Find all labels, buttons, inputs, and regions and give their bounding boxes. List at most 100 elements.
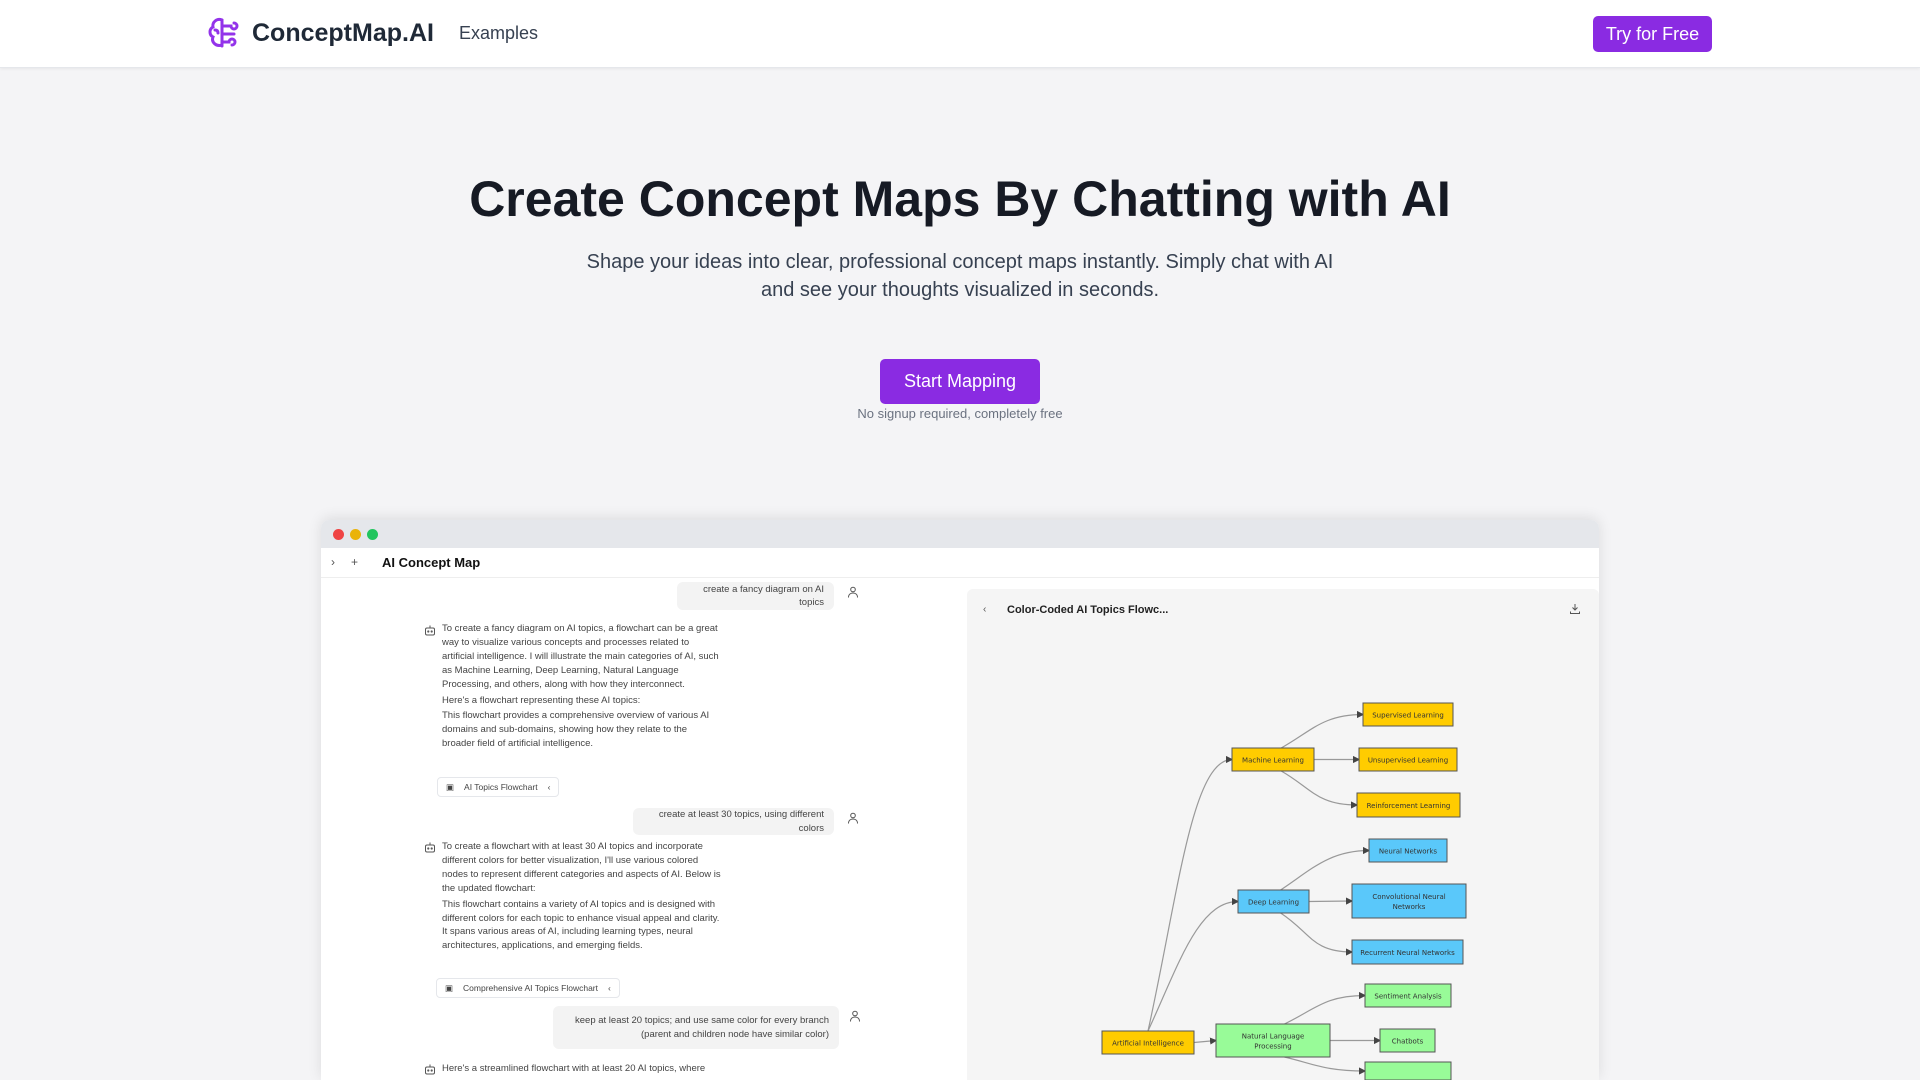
node-box: [1364, 1061, 1452, 1080]
user-message: keep at least 20 topics; and use same co…: [553, 1006, 839, 1049]
node-label: Natural Language: [1242, 1033, 1305, 1041]
node-rl[interactable]: Reinforcement Learning: [1356, 792, 1461, 818]
node-label: Reinforcement Learning: [1367, 802, 1451, 810]
diagram-panel: ‹ Color-Coded AI Topics Flowc... Artific…: [967, 589, 1599, 1080]
app-title: AI Concept Map: [382, 555, 481, 570]
node-label: Artificial Intelligence: [1112, 1040, 1184, 1048]
message-paragraph: This flowchart provides a comprehensive …: [442, 710, 710, 750]
node-ai[interactable]: Artificial Intelligence: [1101, 1030, 1195, 1055]
node-rnn[interactable]: Recurrent Neural Networks: [1351, 939, 1464, 965]
minimize-dot: [350, 529, 361, 540]
node-label: Recurrent Neural Networks: [1360, 949, 1455, 957]
start-mapping-button[interactable]: Start Mapping: [880, 359, 1040, 404]
flowchart-chip[interactable]: ▣ Comprehensive AI Topics Flowchart ‹: [436, 978, 620, 998]
node-label: Networks: [1393, 903, 1426, 911]
user-message: create a fancy diagram on AI topics: [677, 582, 834, 610]
user-icon: [848, 586, 858, 598]
subtitle-line: and see your thoughts visualized in seco…: [760, 279, 1160, 301]
node-box: [1231, 747, 1315, 772]
top-nav: ConceptMap.AI Examples Try for Free: [0, 0, 1920, 68]
node-sa[interactable]: Sentiment Analysis: [1364, 983, 1452, 1008]
bot-message: To create a flowchart with at least 30 A…: [442, 840, 722, 955]
chevron-left-icon[interactable]: ‹: [983, 604, 987, 615]
node-box: [1362, 702, 1454, 727]
node-dl[interactable]: Deep Learning: [1237, 889, 1310, 914]
edge-dl-cnn: [1308, 897, 1354, 905]
chevron-left-icon: ‹: [547, 782, 551, 792]
chat-panel: create a fancy diagram on AI topics To c…: [321, 578, 967, 1080]
bot-icon: [425, 625, 435, 636]
edge-ml-rl: [1280, 770, 1359, 809]
diagram-title: Color-Coded AI Topics Flowc...: [1007, 604, 1169, 616]
node-label: Processing: [1254, 1043, 1291, 1051]
node-label: Convolutional Neural: [1372, 893, 1445, 901]
diagram-icon: ▣: [445, 982, 454, 993]
diagram-icon: ▣: [446, 781, 455, 792]
user-message: create at least 30 topics, using differe…: [633, 808, 834, 835]
node-nn[interactable]: Neural Networks: [1368, 838, 1448, 863]
bot-icon: [425, 1064, 435, 1075]
message-paragraph: To create a flowchart with at least 30 A…: [442, 841, 721, 894]
node-ul[interactable]: Unsupervised Learning: [1358, 747, 1458, 772]
subtitle-line: Shape your ideas into clear, professiona…: [586, 251, 1334, 273]
message-text: create at least 30 topics, using differe…: [658, 809, 824, 834]
edge-dl-rnn: [1280, 912, 1354, 956]
node-box: [1351, 939, 1464, 965]
plus-icon[interactable]: +: [351, 555, 359, 569]
node-label: Supervised Learning: [1372, 712, 1444, 720]
bot-message: To create a fancy diagram on AI topics, …: [442, 622, 722, 753]
edge-nlp-sa: [1284, 991, 1367, 1025]
app-preview-window: › + AI Concept Map create a fancy diagra…: [321, 520, 1599, 1080]
maximize-dot: [367, 529, 378, 540]
hero-title: Create Concept Maps By Chatting with AI: [469, 171, 1451, 227]
node-box: [1101, 1030, 1195, 1055]
hero-subtitle: Shape your ideas into clear, professiona…: [560, 248, 1360, 304]
chevron-left-icon: ‹: [608, 983, 611, 993]
edge-ai-dl: [1147, 897, 1240, 1032]
edge-ai-nlp: [1193, 1037, 1218, 1045]
node-label: Unsupervised Learning: [1368, 757, 1448, 765]
node-label: Neural Networks: [1379, 848, 1438, 856]
brain-icon[interactable]: [208, 16, 240, 52]
node-box: [1215, 1023, 1331, 1058]
node-box: [1364, 983, 1452, 1008]
signup-note: No signup required, completely free: [857, 406, 1063, 421]
chevron-right-icon[interactable]: ›: [331, 555, 335, 569]
node-ml[interactable]: Machine Learning: [1231, 747, 1315, 772]
try-for-free-button[interactable]: Try for Free: [1593, 16, 1712, 52]
chip-label: AI Topics Flowchart: [464, 782, 538, 792]
node-label: Chatbots: [1392, 1038, 1424, 1046]
message-text: keep at least 20 topics; and use same co…: [575, 1015, 829, 1040]
close-dot: [333, 529, 344, 540]
bot-message: Here's a streamlined flowchart with at l…: [442, 1062, 722, 1078]
nav-link-examples[interactable]: Examples: [459, 23, 539, 43]
node-box: [1356, 792, 1461, 818]
node-sl[interactable]: Supervised Learning: [1362, 702, 1454, 727]
chip-label: Comprehensive AI Topics Flowchart: [463, 983, 598, 993]
node-cb[interactable]: Chatbots: [1379, 1028, 1436, 1053]
window-titlebar: [321, 520, 1599, 548]
node-box: [1379, 1028, 1436, 1053]
node-box: [1237, 889, 1310, 914]
brand-name[interactable]: ConceptMap.AI: [252, 19, 434, 47]
node-label: Sentiment Analysis: [1374, 993, 1442, 1001]
message-paragraph: This flowchart contains a variety of AI …: [442, 898, 720, 952]
node-box: [1358, 747, 1458, 772]
user-icon: [850, 1010, 860, 1022]
message-paragraph: Here's a flowchart representing these AI…: [442, 694, 641, 706]
node-box: [1351, 883, 1467, 919]
edge-ai-ml: [1147, 755, 1234, 1032]
flowchart-chip[interactable]: ▣ AI Topics Flowchart ‹: [437, 777, 560, 797]
node-label: Deep Learning: [1248, 899, 1299, 907]
message-text: create a fancy diagram on AI topics: [703, 583, 824, 609]
message-paragraph: To create a fancy diagram on AI topics, …: [442, 623, 719, 690]
node-g3[interactable]: [1364, 1061, 1452, 1080]
bot-icon: [425, 842, 435, 853]
app-toolbar: › + AI Concept Map: [321, 548, 1599, 578]
message-paragraph: Here's a streamlined flowchart with at l…: [442, 1063, 706, 1074]
download-icon[interactable]: [1569, 603, 1581, 615]
edge-dl-nn: [1280, 846, 1371, 891]
